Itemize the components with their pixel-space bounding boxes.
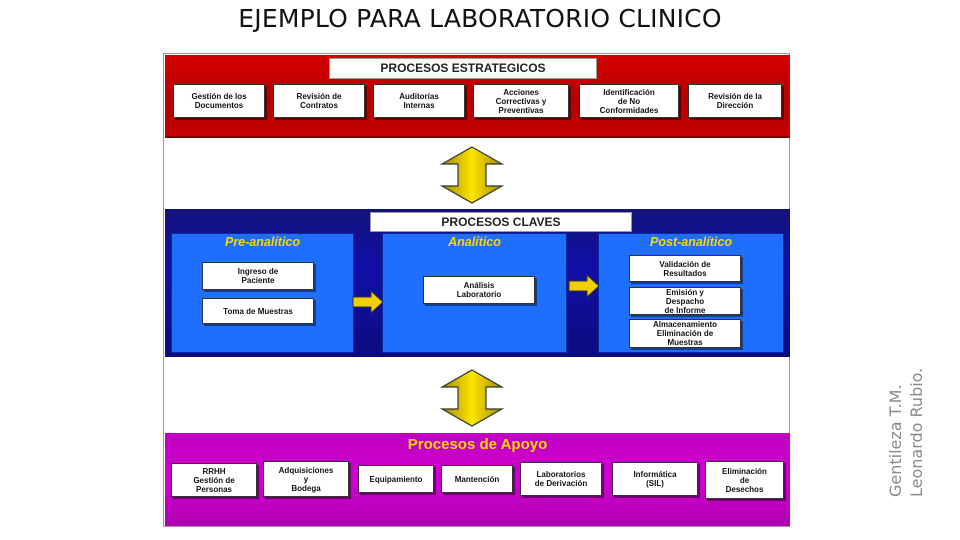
post-box-validacion: Validación de Resultados — [629, 255, 741, 282]
support-box-eliminacion-desechos: Eliminación de Desechos — [705, 461, 784, 499]
key-processes-header: PROCESOS CLAVES — [370, 212, 632, 232]
pre-box-toma-muestras: Toma de Muestras — [202, 298, 314, 324]
strategic-box-direccion: Revisión de la Dirección — [688, 84, 782, 118]
pre-analytic-title: Pre-analítico — [224, 235, 301, 249]
credits-line-2: Leonardo Rubio. — [907, 367, 926, 497]
support-box-rrhh: RRHH Gestión de Personas — [171, 463, 257, 497]
key-processes-band: PROCESOS CLAVES Pre-analítico Ingreso de… — [165, 209, 790, 357]
strategic-processes-header: PROCESOS ESTRATEGICOS — [329, 58, 597, 79]
strategic-processes-band: PROCESOS ESTRATEGICOS Gestión de los Doc… — [165, 55, 790, 138]
pre-box-ingreso: Ingreso de Paciente — [202, 262, 314, 290]
page-title: EJEMPLO PARA LABORATORIO CLINICO — [238, 4, 722, 33]
support-processes-header: Procesos de Apoyo — [407, 436, 548, 453]
double-arrow-icon — [440, 146, 504, 204]
support-box-informatica: Informática (SIL) — [612, 462, 698, 496]
post-analytic-panel: Post-analítico Validación de Resultados … — [598, 233, 784, 353]
analytic-title: Analítico — [448, 235, 501, 249]
strategic-box-documentos: Gestión de los Documentos — [173, 84, 265, 118]
support-box-equipamiento: Equipamiento — [358, 465, 434, 493]
credits-line-1: Gentileza T.M. — [886, 384, 905, 497]
post-box-emision: Emisión y Despacho de Informe — [629, 287, 741, 315]
strategic-box-no-conformidades: Identificación de No Conformidades — [579, 84, 679, 118]
double-arrow-icon — [440, 369, 504, 427]
analytic-box-analisis: Análisis Laboratorio — [423, 276, 535, 304]
strategic-box-contratos: Revisión de Contratos — [273, 84, 365, 118]
support-box-laboratorios-derivacion: Laboratorios de Derivación — [520, 462, 602, 496]
support-box-adquisiciones: Adquisiciones y Bodega — [263, 461, 349, 497]
process-map: PROCESOS ESTRATEGICOS Gestión de los Doc… — [163, 53, 790, 527]
pre-analytic-panel: Pre-analítico Ingreso de Paciente Toma d… — [171, 233, 354, 353]
support-box-mantencion: Mantención — [441, 465, 513, 493]
analytic-panel: Analítico Análisis Laboratorio — [382, 233, 567, 353]
support-processes-band: Procesos de Apoyo RRHH Gestión de Person… — [165, 433, 790, 526]
post-analytic-title: Post-analítico — [650, 235, 732, 249]
strategic-box-acciones: Acciones Correctivas y Preventivas — [473, 84, 569, 118]
post-box-almacenamiento: Almacenamiento Eliminación de Muestras — [629, 319, 741, 348]
arrow-right-icon — [568, 274, 600, 298]
strategic-box-auditorias: Auditorías Internas — [373, 84, 465, 118]
arrow-right-icon — [352, 290, 384, 314]
